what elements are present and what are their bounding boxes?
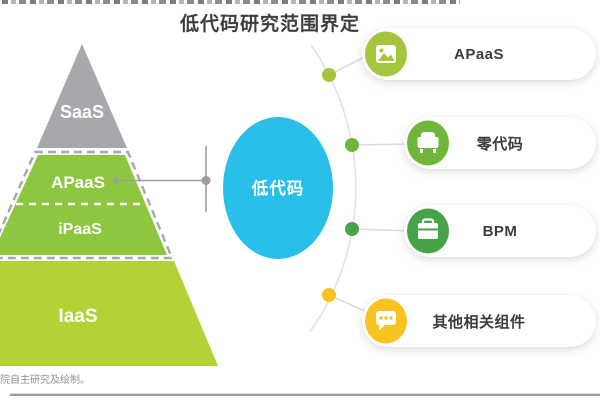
pyramid-layer-saas [37,44,127,148]
list-item-label: BPM [482,222,518,240]
branch-dot-zero-code [345,138,359,152]
armchair-icon [407,120,449,166]
briefcase-icon [407,208,449,254]
branch-dot-apaas [322,68,336,82]
pyramid-layer-iaas [0,261,218,366]
chat-bubble-icon [365,298,407,344]
dashed-selection-outline [0,150,174,260]
image-icon [365,31,407,77]
center-node-bubble [223,117,333,259]
pyramid-label-ipaas: iPaaS [58,221,102,238]
connector-dot-large [201,176,211,185]
list-item-other-components: 其他相关组件 [362,295,596,347]
page-title: 低代码研究范围界定 [179,14,360,35]
list-item-apaas: APaaS [362,28,596,80]
branch-line-bpm [351,228,413,232]
branch-line-zero-code [351,143,413,146]
connector-dot-small [113,177,119,184]
bottom-divider [10,393,600,396]
branch-dot-other [322,288,336,302]
pyramid-label-saas: SaaS [60,102,104,122]
source-note: 院自主研究及绘制。 [0,375,90,386]
list-item-bpm: BPM [404,205,596,257]
list-item-zero-code: 零代码 [404,117,596,169]
pyramid-label-apaas: APaaS [51,173,105,192]
pyramid-label-iaas: IaaS [58,306,97,327]
list-item-label: 零代码 [476,135,524,153]
branch-dot-bpm [345,222,359,236]
list-item-label: 其他相关组件 [432,313,526,331]
cropped-text-fragment [2,0,460,4]
list-item-label: APaaS [453,45,505,63]
center-node-label: 低代码 [251,178,305,198]
